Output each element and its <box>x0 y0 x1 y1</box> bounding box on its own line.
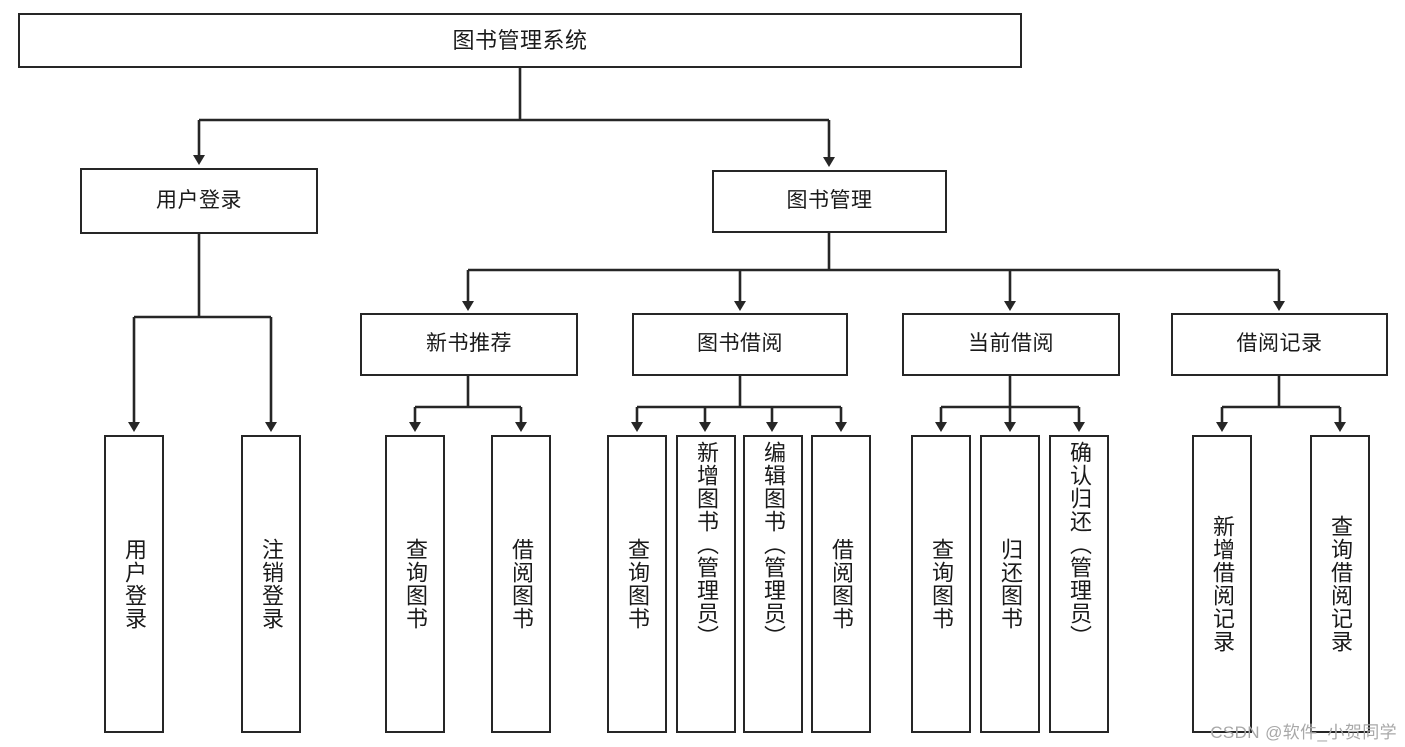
leaf-borrow-record-query[interactable]: 查询借阅记录 <box>1310 435 1370 733</box>
leaf-book-borrow-edit[interactable]: 编辑图书（管理员） <box>743 435 803 733</box>
node-book-borrow-label: 图书借阅 <box>697 332 783 356</box>
node-root-system-label: 图书管理系统 <box>452 27 588 53</box>
node-book-management[interactable]: 图书管理 <box>712 170 947 233</box>
node-new-book-recommend[interactable]: 新书推荐 <box>360 313 578 376</box>
leaf-user-login-logout-label: 注销登录 <box>258 538 284 630</box>
node-borrow-record-label: 借阅记录 <box>1236 332 1323 356</box>
leaf-new-book-borrow[interactable]: 借阅图书 <box>491 435 551 733</box>
csdn-watermark: CSDN @软件_小贺同学 <box>1210 723 1397 742</box>
node-borrow-record[interactable]: 借阅记录 <box>1171 313 1388 376</box>
leaf-new-book-query-label: 查询图书 <box>402 538 428 630</box>
leaf-current-borrow-confirm-label: 确认归还（管理员） <box>1066 441 1092 648</box>
leaf-new-book-query[interactable]: 查询图书 <box>385 435 445 733</box>
leaf-borrow-record-add[interactable]: 新增借阅记录 <box>1192 435 1252 733</box>
leaf-current-borrow-query[interactable]: 查询图书 <box>911 435 971 733</box>
leaf-user-login-login-label: 用户登录 <box>121 538 147 630</box>
leaf-book-borrow-add[interactable]: 新增图书（管理员） <box>676 435 736 733</box>
leaf-current-borrow-confirm[interactable]: 确认归还（管理员） <box>1049 435 1109 733</box>
node-root-system[interactable]: 图书管理系统 <box>18 13 1022 68</box>
leaf-borrow-record-query-label: 查询借阅记录 <box>1327 515 1353 653</box>
node-user-login-label: 用户登录 <box>156 188 242 212</box>
leaf-book-borrow-borrow[interactable]: 借阅图书 <box>811 435 871 733</box>
node-current-borrow-label: 当前借阅 <box>968 332 1054 356</box>
leaf-book-borrow-query[interactable]: 查询图书 <box>607 435 667 733</box>
leaf-user-login-logout[interactable]: 注销登录 <box>241 435 301 733</box>
leaf-new-book-borrow-label: 借阅图书 <box>508 538 534 630</box>
leaf-book-borrow-borrow-label: 借阅图书 <box>828 538 854 630</box>
leaf-current-borrow-return-label: 归还图书 <box>997 538 1023 630</box>
node-user-login[interactable]: 用户登录 <box>80 168 318 234</box>
node-book-borrow[interactable]: 图书借阅 <box>632 313 848 376</box>
leaf-user-login-login[interactable]: 用户登录 <box>104 435 164 733</box>
node-book-management-label: 图书管理 <box>786 189 873 213</box>
leaf-book-borrow-edit-label: 编辑图书（管理员） <box>760 441 786 648</box>
leaf-borrow-record-add-label: 新增借阅记录 <box>1209 515 1235 653</box>
leaf-book-borrow-query-label: 查询图书 <box>624 538 650 630</box>
leaf-current-borrow-query-label: 查询图书 <box>928 538 954 630</box>
leaf-current-borrow-return[interactable]: 归还图书 <box>980 435 1040 733</box>
node-current-borrow[interactable]: 当前借阅 <box>902 313 1120 376</box>
node-new-book-recommend-label: 新书推荐 <box>426 332 512 356</box>
leaf-book-borrow-add-label: 新增图书（管理员） <box>693 441 719 648</box>
